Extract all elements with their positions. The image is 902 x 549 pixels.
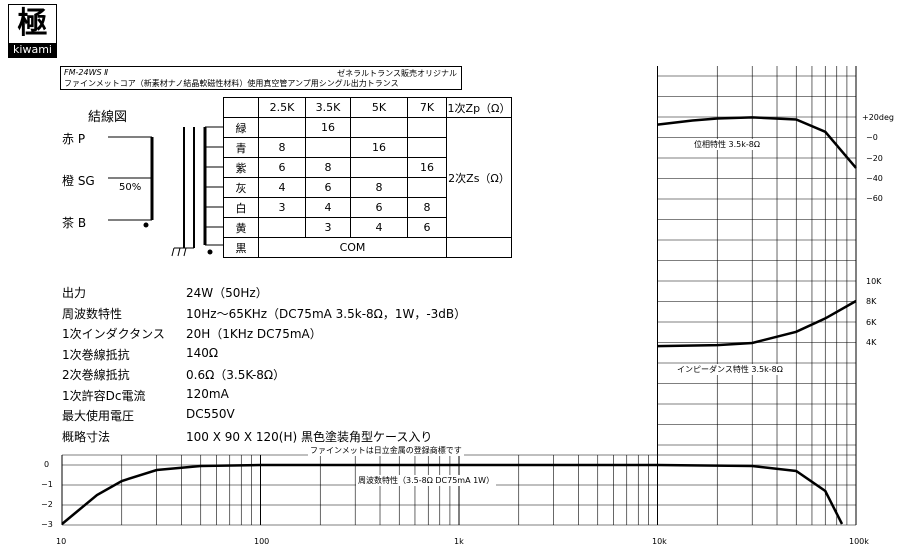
spec-value: 20H（1KHz DC75mA） (186, 327, 322, 341)
primary-label-b: 茶 B (62, 216, 87, 230)
spec-value: 120mA (186, 387, 229, 401)
table-row: 青 8 16 (223, 137, 512, 158)
spec-label: 概略寸法 (62, 430, 111, 444)
spec-label: 最大使用電圧 (62, 409, 135, 423)
table-cell: 黒 (223, 237, 259, 258)
spec-value: 0.6Ω（3.5K-8Ω） (186, 368, 286, 382)
phase-tick: −60 (866, 194, 883, 203)
freq-x-tick: 100 (254, 537, 270, 546)
header-box: FM-24WS Ⅱ ゼネラルトランス販売オリジナル ファインメットコア（新素材ナ… (60, 66, 462, 90)
freq-chart-title: 周波数特性（3.5-8Ω DC75mA 1W） (356, 475, 497, 486)
impedance-tick: 8K (866, 297, 877, 306)
logo-text: kiwami (9, 43, 56, 57)
spec-value: 10Hz～65KHz（DC75mA 3.5k-8Ω，1W，-3dB） (186, 307, 467, 321)
spec-value: 140Ω (186, 346, 219, 360)
table-row: 黒 COM (223, 237, 512, 258)
table-cell: 16 (407, 157, 447, 178)
trademark-note: ファインメットは日立金属の登録商標です (308, 445, 464, 456)
wiring-title: 結線図 (88, 110, 128, 125)
winding-table: 2.5K 3.5K 5K 7K 1次Zp（Ω） 緑 16 2次Zs（Ω） 青 8… (223, 97, 512, 258)
phase-tick: +20deg (862, 113, 894, 122)
logo-kanji: 極 (17, 6, 48, 41)
phase-tick: −0 (866, 133, 878, 142)
table-header: 2.5K (258, 97, 306, 118)
spec-label: 1次許容Dc電流 (62, 389, 146, 403)
freq-x-tick: 1k (454, 537, 464, 546)
spec-label: 2次巻線抵抗 (62, 368, 130, 382)
secondary-label: 2次Zs（Ω） (446, 117, 512, 238)
table-row: 黄 3 4 6 (223, 217, 512, 238)
impedance-tick: 4K (866, 338, 877, 347)
freq-x-tick: 10 (56, 537, 67, 546)
phase-tick: −40 (866, 174, 883, 183)
spec-value: 24W（50Hz） (186, 286, 268, 300)
spec-value: DC550V (186, 407, 235, 421)
impedance-tick: 10K (866, 277, 882, 286)
primary-label-sg: 橙 SG (62, 174, 95, 188)
tap-label: 50% (119, 182, 142, 193)
upper-grid (657, 66, 857, 455)
table-row: 白 3 4 6 8 (223, 197, 512, 218)
table-header: 1次Zp（Ω） (446, 97, 512, 118)
impedance-tick: 6K (866, 318, 877, 327)
frequency-response-curve (61, 463, 844, 525)
phase-tick: −20 (866, 154, 883, 163)
spec-label: 1次巻線抵抗 (62, 348, 130, 362)
phase-curve (657, 116, 857, 169)
freq-y-tick: −3 (41, 520, 53, 529)
freq-y-tick: −2 (41, 500, 53, 509)
phase-chart-title: 位相特性 3.5k-8Ω (693, 139, 761, 150)
freq-x-tick: 10k (652, 537, 667, 546)
freq-y-tick: −1 (41, 480, 53, 489)
spec-value: 100 X 90 X 120(H) 黒色塗装角型ケース入り (186, 430, 433, 444)
spec-label: 周波数特性 (62, 307, 123, 321)
product-description: ファインメットコア（新素材ナノ結晶軟磁性材料）使用真空管アンプ用シングル出力トラ… (64, 79, 399, 88)
impedance-curve (657, 299, 857, 348)
table-row: 緑 16 2次Zs（Ω） (223, 117, 512, 238)
impedance-chart-title: インピーダンス特性 3.5k-8Ω (676, 364, 784, 375)
model-name: FM-24WS Ⅱ (64, 68, 109, 77)
freq-y-tick: 0 (44, 460, 50, 469)
kiwami-logo: 極 kiwami (8, 4, 57, 58)
freq-x-tick: 100k (849, 537, 869, 546)
maker-name: ゼネラルトランス販売オリジナル (337, 69, 457, 78)
primary-label-p: 赤 P (62, 132, 86, 146)
table-cell: COM (258, 237, 447, 258)
spec-label: 1次インダクタンス (62, 327, 165, 341)
spec-label: 出力 (62, 286, 87, 300)
table-row: 紫 6 8 16 (223, 157, 512, 178)
table-cell-empty (446, 237, 512, 258)
